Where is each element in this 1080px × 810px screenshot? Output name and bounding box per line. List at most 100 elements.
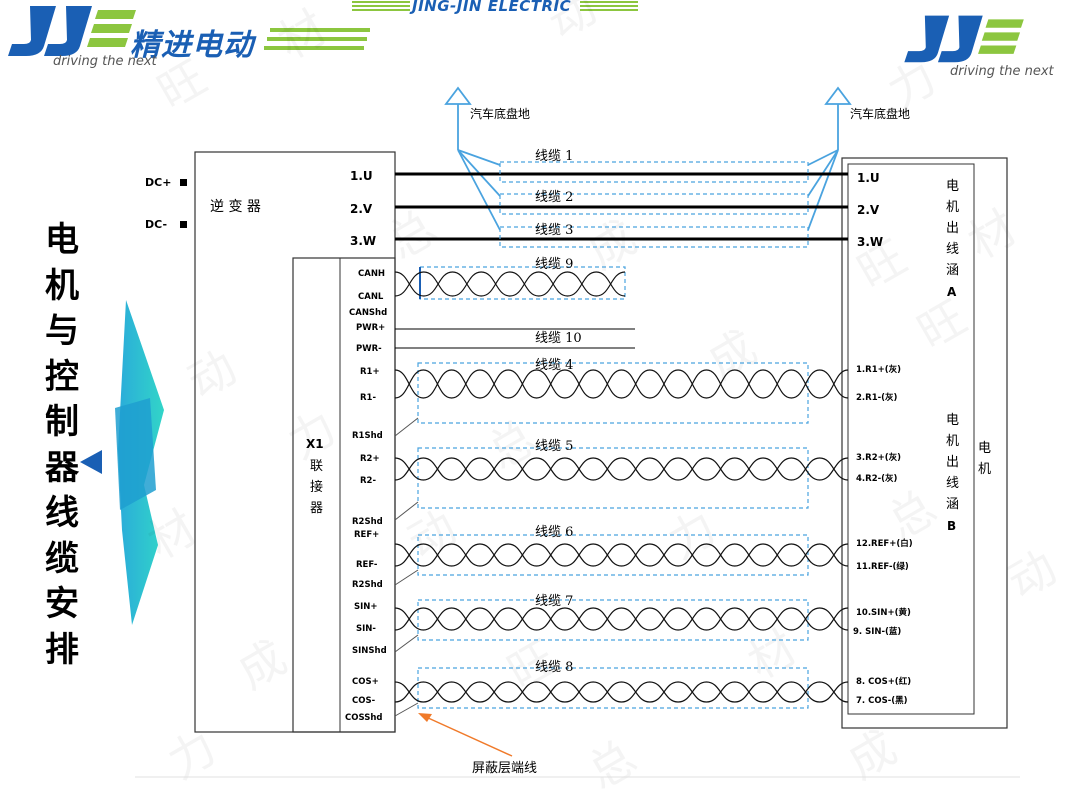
slide-title: 电 机 与 控 制 器 线 缆 安 排 [40, 218, 84, 673]
twisted-pair-r2-wire-b [394, 457, 849, 481]
twisted-pair-sin-wire-b [394, 607, 849, 631]
watermark-char: 力 [159, 720, 226, 790]
junction-box [847, 163, 975, 715]
decorative-arrow-shape [80, 300, 164, 625]
title-char: 器 [45, 447, 79, 488]
pin-pwr-minus: PWR- [356, 344, 382, 354]
title-char: 控 [45, 356, 79, 397]
shield-drain-wires [394, 417, 419, 717]
watermark-char: 动 [539, 0, 606, 50]
jj-logo-icon-right [904, 15, 1024, 63]
tagline-left: driving the next [53, 54, 157, 69]
watermark-char: 材 [959, 200, 1026, 270]
pin-canl: CANL [358, 292, 384, 302]
pin-ref-minus: REF- [356, 560, 378, 570]
watermark-char: 成 [579, 210, 646, 280]
dc-minus-label: DC- [145, 218, 167, 231]
junction-a-char: 线 [946, 242, 959, 257]
watermark-char: 动 [999, 540, 1066, 610]
company-logo-right: driving the next [880, 10, 1075, 80]
title-char: 缆 [45, 538, 79, 579]
pin-cos-plus: COS+ [352, 677, 379, 687]
pin-ref-plus: REF+ [354, 530, 379, 540]
phase-right-v: 2.V [857, 203, 880, 217]
jj-logo-icon [8, 6, 136, 56]
pin-r1-plus: R1+ [360, 367, 380, 377]
motor-pin-cos-plus: 8. COS+(红) [856, 676, 911, 687]
title-char: 安 [45, 584, 79, 624]
motor-pin-ref-plus: 12.REF+(白) [856, 538, 913, 549]
connector-name-char: 器 [310, 501, 323, 516]
twisted-pair-can-wire-b [394, 271, 626, 297]
junction-a-char: 机 [946, 200, 959, 215]
cable-label-9: 线缆 9 [535, 256, 573, 272]
twisted-pair-cos-wire-b [394, 681, 849, 703]
motor-pin-r2-minus: 4.R2-(灰) [856, 473, 898, 484]
junction-b-char: 电 [946, 413, 959, 428]
brand-stripes [264, 28, 370, 50]
pin-pwr-plus: PWR+ [356, 323, 385, 333]
motor-label-char: 电 [978, 441, 991, 456]
pin-cos-minus: COS- [352, 696, 376, 706]
x1-label: X1 [306, 437, 324, 451]
motor-label-char: 机 [978, 462, 991, 477]
watermark-char: 成 [229, 630, 296, 700]
ground-label-right: 汽车底盘地 [850, 106, 910, 121]
brand-name-cn: 精进电动 [130, 28, 254, 63]
watermark-char: 材 [739, 620, 806, 690]
dc-plus-label: DC+ [145, 176, 171, 189]
twisted-pair-can-wire-a [394, 271, 626, 297]
junction-a-char: 出 [946, 221, 959, 236]
watermark-char: 成 [839, 720, 906, 790]
motor-pin-cos-minus: 7. COS-(黑) [856, 695, 908, 706]
cable-label-10: 线缆 10 [535, 330, 582, 346]
x1-pin-labels: CANH CANL CANShd PWR+ PWR- R1+ R1- R1Shd… [345, 269, 387, 723]
watermark-char: 旺 [909, 290, 976, 360]
watermark-char: 旺 [149, 50, 216, 120]
junction-b-char: 线 [946, 476, 959, 491]
phase-left-u: 1.U [350, 169, 373, 183]
watermark-char: 动 [179, 340, 246, 410]
motor-pin-r1-minus: 2.R1-(灰) [856, 392, 898, 403]
watermark-char: 成 [699, 320, 766, 390]
title-char: 机 [45, 265, 79, 306]
dc-minus-terminal [180, 221, 187, 228]
title-char: 电 [45, 220, 79, 260]
twisted-pair-r1-wire-b [394, 369, 849, 399]
twisted-pair-ref-wire-b [394, 543, 849, 567]
ground-symbol-right [807, 86, 852, 231]
power-cable-shields [499, 161, 809, 248]
top-stripes-left [352, 1, 410, 11]
watermark-char: 总 [579, 730, 646, 800]
watermark-layer: 旺材动力总成旺材动力总成旺材动力总成旺材动力总成 [139, 0, 1066, 800]
title-char: 与 [45, 311, 79, 351]
junction-b-char: 出 [946, 455, 959, 470]
pin-r2-plus: R2+ [360, 454, 380, 464]
cable-label-2: 线缆 2 [535, 189, 573, 205]
cable-label-7: 线缆 7 [535, 593, 573, 609]
cable-label-5: 线缆 5 [535, 438, 573, 454]
company-logo: 精进电动 driving the next [8, 0, 388, 75]
twisted-pair-sin-wire-a [394, 607, 849, 631]
power-phase-wires [395, 172, 848, 241]
pin-cosshd: COSShd [345, 713, 382, 723]
cable-label-6: 线缆 6 [535, 524, 573, 540]
inverter-label: 逆 变 器 [210, 199, 261, 215]
motor-pin-sin-minus: 9. SIN-(蓝) [853, 626, 901, 637]
title-char: 制 [45, 402, 79, 442]
watermark-char: 总 [379, 200, 446, 270]
junction-a-char: A [947, 285, 957, 299]
shield-annotation-arrow [418, 713, 513, 757]
motor-pin-r2-plus: 3.R2+(灰) [856, 452, 901, 463]
connector-name-char: 联 [310, 459, 323, 474]
dc-plus-terminal [180, 179, 187, 186]
junction-b-label: 电 机 出 线 涵 B [946, 413, 959, 533]
shield-annotation-label: 屏蔽层端线 [472, 761, 537, 776]
connector-name-char: 接 [310, 479, 323, 495]
twisted-pairs [394, 271, 849, 703]
x1-connector-box [292, 257, 396, 733]
tagline-right: driving the next [950, 64, 1054, 79]
cable-label-3: 线缆 3 [535, 222, 573, 238]
pin-canshd: CANShd [349, 308, 387, 318]
